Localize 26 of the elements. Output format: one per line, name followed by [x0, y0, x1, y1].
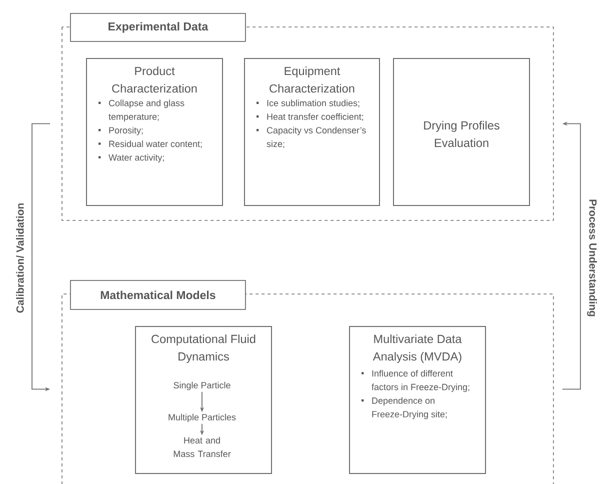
box-heading: Equipment Characterization: [270, 66, 354, 93]
box-heading: Computational Fluid Dynamics: [152, 334, 256, 363]
box-heading: Multivariate Data Analysis (MVDA): [372, 334, 462, 363]
content-box: [244, 58, 380, 206]
bullet-item: Heat transfer coefficient;: [256, 113, 364, 121]
content-box: [135, 326, 272, 474]
bullet-item: Collapse and glass temperature;: [98, 100, 184, 122]
edge-label: Calibration/ Validation: [15, 202, 25, 314]
group-title-tab: Mathematical Models: [70, 280, 246, 310]
content-box: [86, 58, 223, 206]
bullet-item: Influence of different factors in Freeze-Drying;: [362, 370, 470, 392]
content-box: [393, 58, 530, 206]
step-label: Single Particle: [174, 382, 230, 390]
content-box: [349, 326, 486, 474]
bullet-item: Porosity;: [98, 126, 143, 136]
step-label: Multiple Particles: [168, 414, 236, 422]
edge-label: Process Understanding: [586, 198, 598, 318]
box-heading: Product Characterization: [112, 66, 197, 93]
bullet-item: Water activity;: [98, 154, 164, 162]
bullet-item: Residual water content;: [98, 140, 202, 148]
group-title-tab: Experimental Data: [70, 13, 246, 42]
bullet-item: Capacity vs Condenser’s size;: [256, 126, 366, 148]
bullet-item: Ice sublimation studies;: [256, 100, 360, 108]
step-label: Heat and Mass Transfer: [174, 436, 231, 458]
bullet-item: Dependence on Freeze-Drying site;: [362, 397, 447, 420]
box-heading: Drying Profiles Evaluation: [424, 120, 500, 148]
